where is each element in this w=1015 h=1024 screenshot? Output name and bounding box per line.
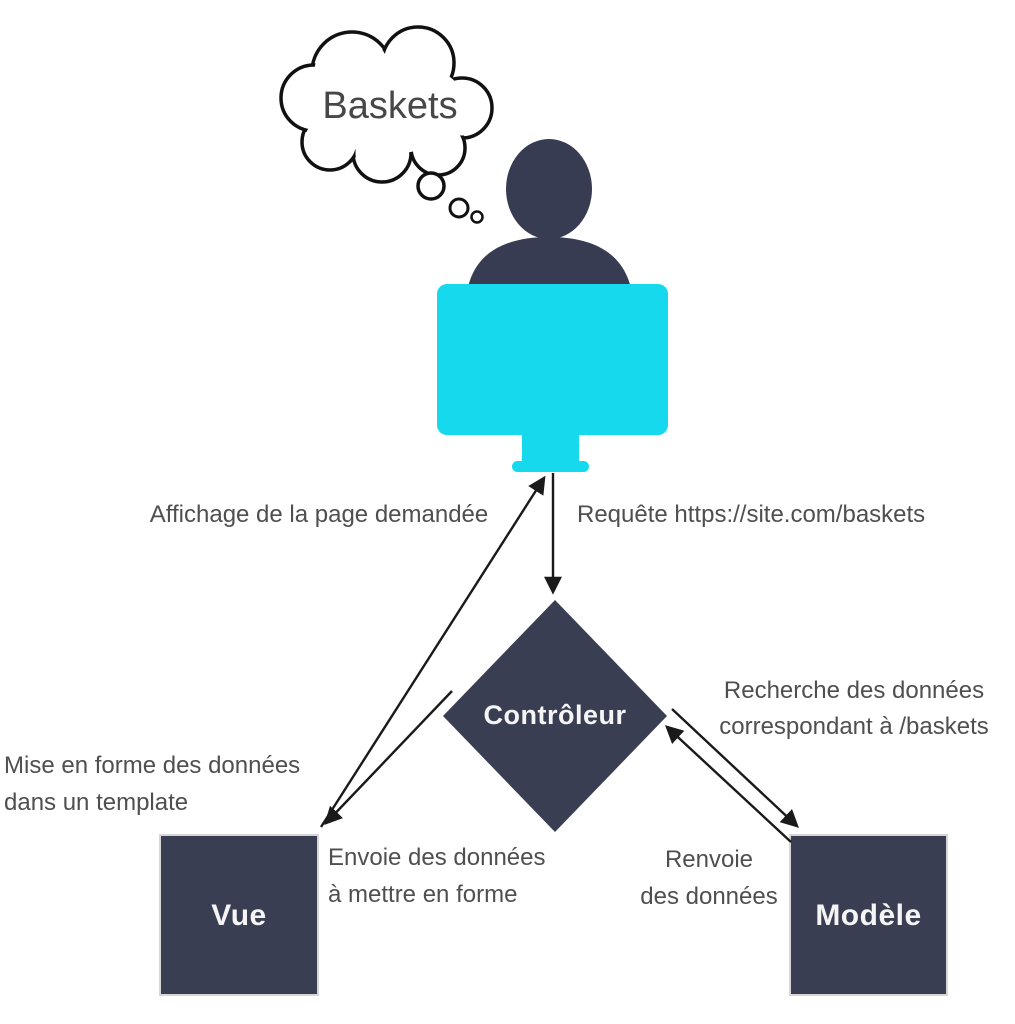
thought-bubble-icon <box>279 25 494 224</box>
node-label-model: Modèle <box>815 899 922 932</box>
edge-label-return: Renvoie des données <box>640 846 778 910</box>
edge-label-send: Envoie des données à mettre en forme <box>328 844 546 908</box>
thought-bubble-text: Baskets <box>322 85 458 127</box>
arrow-return <box>665 725 792 843</box>
view-square <box>159 834 319 996</box>
arrow-search <box>671 708 799 828</box>
monitor-icon <box>437 284 668 472</box>
arrow-display <box>319 475 546 828</box>
note-label-format: Mise en forme des données dans un templa… <box>4 752 301 816</box>
node-label-controller: Contrôleur <box>483 700 627 730</box>
model-square <box>789 834 948 996</box>
edge-label-search: Recherche des données correspondant à /b… <box>719 677 989 740</box>
edge-label-display: Affichage de la page demandée <box>149 501 489 528</box>
controller-diamond <box>443 600 667 832</box>
edge-label-request: Requête https://site.com/baskets <box>577 501 926 528</box>
arrow-send <box>324 690 453 825</box>
node-label-view: Vue <box>211 899 267 932</box>
